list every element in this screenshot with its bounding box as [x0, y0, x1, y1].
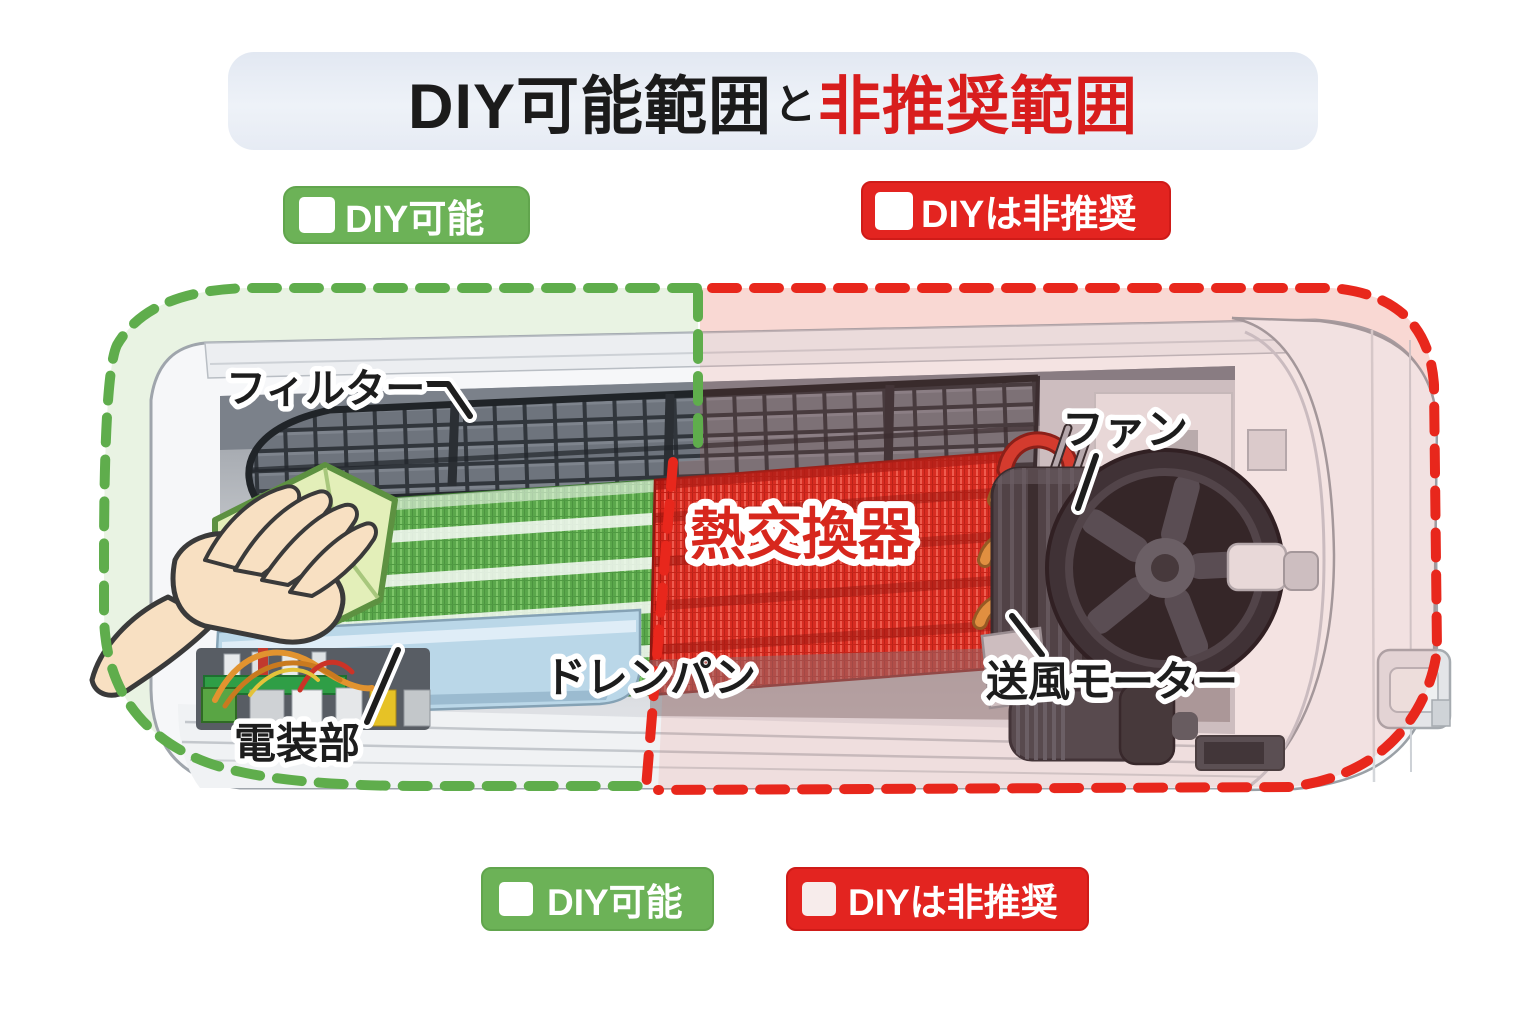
diy-zone-border [99, 283, 703, 791]
legend-top-diy-ng-label: DIYは非推奨 [921, 194, 1137, 236]
legend-square-icon [875, 191, 913, 230]
title-diy-range: DIY可能範囲 [407, 71, 772, 142]
end-cap [1231, 316, 1452, 792]
legend-top-diy-ok-label: DIY可能 [345, 198, 485, 241]
leader-line-fan [1071, 449, 1103, 515]
legend-square-icon [802, 882, 836, 916]
legend-bottom-diy-ng-label: DIYは非推奨 [848, 882, 1058, 923]
label-blower-motor: 送風モーター [986, 658, 1238, 705]
heat-exchanger-red [648, 450, 1010, 697]
label-drain-pan: ドレンパン [544, 654, 756, 701]
legend-square-icon [499, 882, 533, 916]
title-not-recommended-range: 非推奨範囲 [818, 71, 1139, 142]
zone-red-overlay [658, 288, 1437, 790]
legend-square-icon [299, 197, 335, 233]
legend-bottom-diy-ng: DIYは非推奨 [786, 867, 1089, 931]
hand [89, 484, 378, 698]
label-heat-exchanger: 熱交換器 [690, 503, 915, 566]
title-banner: DIY可能範囲と非推奨範囲 [228, 52, 1318, 150]
title-connector: と [774, 80, 817, 128]
legend-bottom-diy-ok: DIY可能 [481, 867, 714, 931]
label-fan: ファン [1062, 406, 1188, 453]
legend-bottom-diy-ok-label: DIY可能 [547, 882, 683, 923]
lid-groove [209, 338, 1317, 365]
leader-line-blower-motor [1005, 609, 1049, 662]
legend-top-diy-ok: DIY可能 [283, 186, 530, 244]
leader-line-filter [391, 377, 477, 423]
hand-with-cloth [89, 462, 398, 698]
leader-line-electrical [360, 643, 405, 729]
display-vent [1195, 735, 1285, 771]
fan [990, 429, 1319, 694]
label-filter: フィルター [226, 367, 425, 411]
ac-unit [149, 316, 1452, 792]
no-diy-zone-border [641, 283, 1443, 795]
legend-top-diy-ng: DIYは非推奨 [861, 181, 1171, 240]
label-electrical-box: 電装部 [234, 720, 360, 767]
